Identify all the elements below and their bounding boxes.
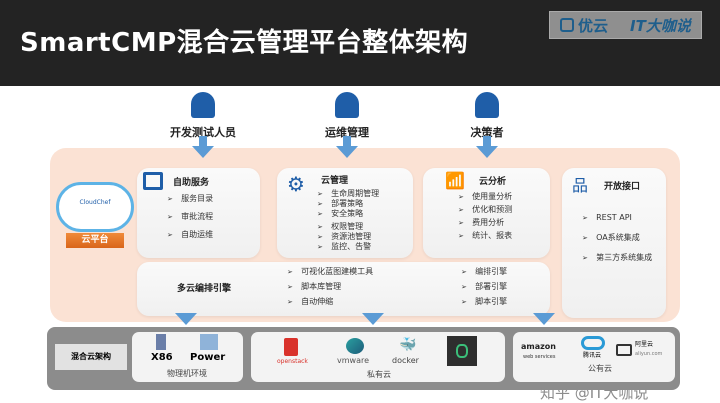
qingcloud-icon xyxy=(447,336,477,366)
private-cloud-label: 私有云 xyxy=(367,370,391,379)
infrastructure-label: 混合云架构 xyxy=(55,344,127,370)
page-title: SmartCMP混合云管理平台整体架构 xyxy=(20,28,469,58)
list-item: REST API xyxy=(582,213,652,223)
aliyun-icon xyxy=(616,344,632,356)
list-item: 编排引擎 xyxy=(461,267,507,277)
list-item: 生命周期管理 xyxy=(317,189,379,199)
docker-label: docker xyxy=(392,356,419,365)
box-title: 多云编排引擎 xyxy=(177,284,232,294)
hierarchy-icon: 品 xyxy=(572,176,589,195)
list-item: 脚本引擎 xyxy=(461,297,507,307)
tencent-cloud-icon xyxy=(581,336,605,350)
aliyun-url: aliyun.com xyxy=(635,351,663,357)
logo-left-text: 优云 xyxy=(578,16,609,35)
private-cloud-box: openstack vmware 🐳 docker 私有云 xyxy=(251,332,505,382)
cloud-brand: CloudChef xyxy=(79,199,111,206)
openstack-icon xyxy=(284,338,298,356)
developer-icon xyxy=(191,92,215,118)
list-item: 脚本库管理 xyxy=(287,282,373,292)
list-item: 安全策略 xyxy=(317,209,379,219)
persona-ops: 运维管理 xyxy=(297,92,397,140)
server-icon xyxy=(200,334,218,350)
docker-icon: 🐳 xyxy=(399,337,417,353)
aws-sublabel: web services xyxy=(523,354,556,360)
box-title: 开放接口 xyxy=(604,182,641,192)
power-label: Power xyxy=(190,352,226,363)
list-item: OA系统集成 xyxy=(582,233,652,243)
list-item: 第三方系统集成 xyxy=(582,253,652,263)
persona-label: 开发测试人员 xyxy=(170,126,236,139)
list-item: 部署引擎 xyxy=(461,282,507,292)
decision-maker-icon xyxy=(475,92,499,118)
touch-screen-icon xyxy=(143,172,163,190)
list-item: 可视化蓝图建模工具 xyxy=(287,267,373,277)
cloud-icon: CloudChef xyxy=(56,182,134,232)
chart-growth-icon: 📶 xyxy=(445,171,465,190)
vmware-label: vmware xyxy=(337,356,370,365)
youyun-logo-icon xyxy=(560,18,574,32)
arrow-down-icon xyxy=(175,313,197,325)
physical-label: 物理机环境 xyxy=(167,369,207,378)
logo: 优云 IT大咖说 xyxy=(549,11,702,39)
arrow-down-icon xyxy=(533,313,555,325)
list-item: 统计、报表 xyxy=(458,231,512,241)
list-item: 自助运维 xyxy=(167,230,213,240)
ops-icon xyxy=(335,92,359,118)
list-item: 监控、告警 xyxy=(317,242,379,252)
arrow-down-icon xyxy=(336,136,358,158)
box-title: 云管理 xyxy=(321,176,349,186)
list-item: 部署策略 xyxy=(317,199,379,209)
persona-label: 决策者 xyxy=(470,126,504,139)
self-service-box: 自助服务 服务目录 审批流程 自助运维 xyxy=(137,168,260,258)
list-item: 自动伸缩 xyxy=(287,297,373,307)
public-cloud-label: 公有云 xyxy=(588,364,612,373)
box-title: 云分析 xyxy=(479,177,507,187)
list-item: 服务目录 xyxy=(167,194,213,204)
cloud-analytics-box: 📶 云分析 使用量分析 优化和预测 费用分析 统计、报表 xyxy=(423,168,550,258)
open-api-box: 品 开放接口 REST API OA系统集成 第三方系统集成 xyxy=(562,168,666,318)
list-item: 审批流程 xyxy=(167,212,213,222)
list-item: 使用量分析 xyxy=(458,192,512,202)
x86-label: X86 xyxy=(151,352,173,363)
list-item: 费用分析 xyxy=(458,218,512,228)
server-icon xyxy=(156,334,166,350)
openstack-label: openstack xyxy=(277,358,308,365)
gears-icon: ⚙ xyxy=(287,172,305,196)
cloud-platform-label: 云平台 xyxy=(66,233,124,248)
persona-developer: 开发测试人员 xyxy=(153,92,253,140)
watermark: 知乎 @IT大咖说 xyxy=(540,384,649,402)
list-item: 权限管理 xyxy=(317,222,379,232)
cloud-management-box: ⚙ 云管理 生命周期管理 部署策略 安全策略 权限管理 资源池管理 监控、告警 xyxy=(277,168,413,258)
public-cloud-box: amazon web services 腾讯云 阿里云 aliyun.com 公… xyxy=(513,332,675,382)
arrow-down-icon xyxy=(192,136,214,158)
vmware-icon xyxy=(346,338,364,354)
arrow-down-icon xyxy=(362,313,384,325)
tencent-label: 腾讯云 xyxy=(583,352,602,359)
aws-label: amazon xyxy=(521,342,556,351)
arrow-down-icon xyxy=(476,136,498,158)
box-title: 自助服务 xyxy=(173,178,210,188)
logo-right-text: IT大咖说 xyxy=(630,16,691,35)
list-item: 资源池管理 xyxy=(317,232,379,242)
orchestration-box: 多云编排引擎 可视化蓝图建模工具 脚本库管理 自动伸缩 编排引擎 部署引擎 脚本… xyxy=(137,262,550,316)
list-item: 优化和预测 xyxy=(458,205,512,215)
aliyun-label: 阿里云 xyxy=(635,341,654,348)
persona-decision-maker: 决策者 xyxy=(437,92,537,140)
persona-label: 运维管理 xyxy=(325,126,369,139)
physical-box: X86 Power 物理机环境 xyxy=(132,332,243,382)
